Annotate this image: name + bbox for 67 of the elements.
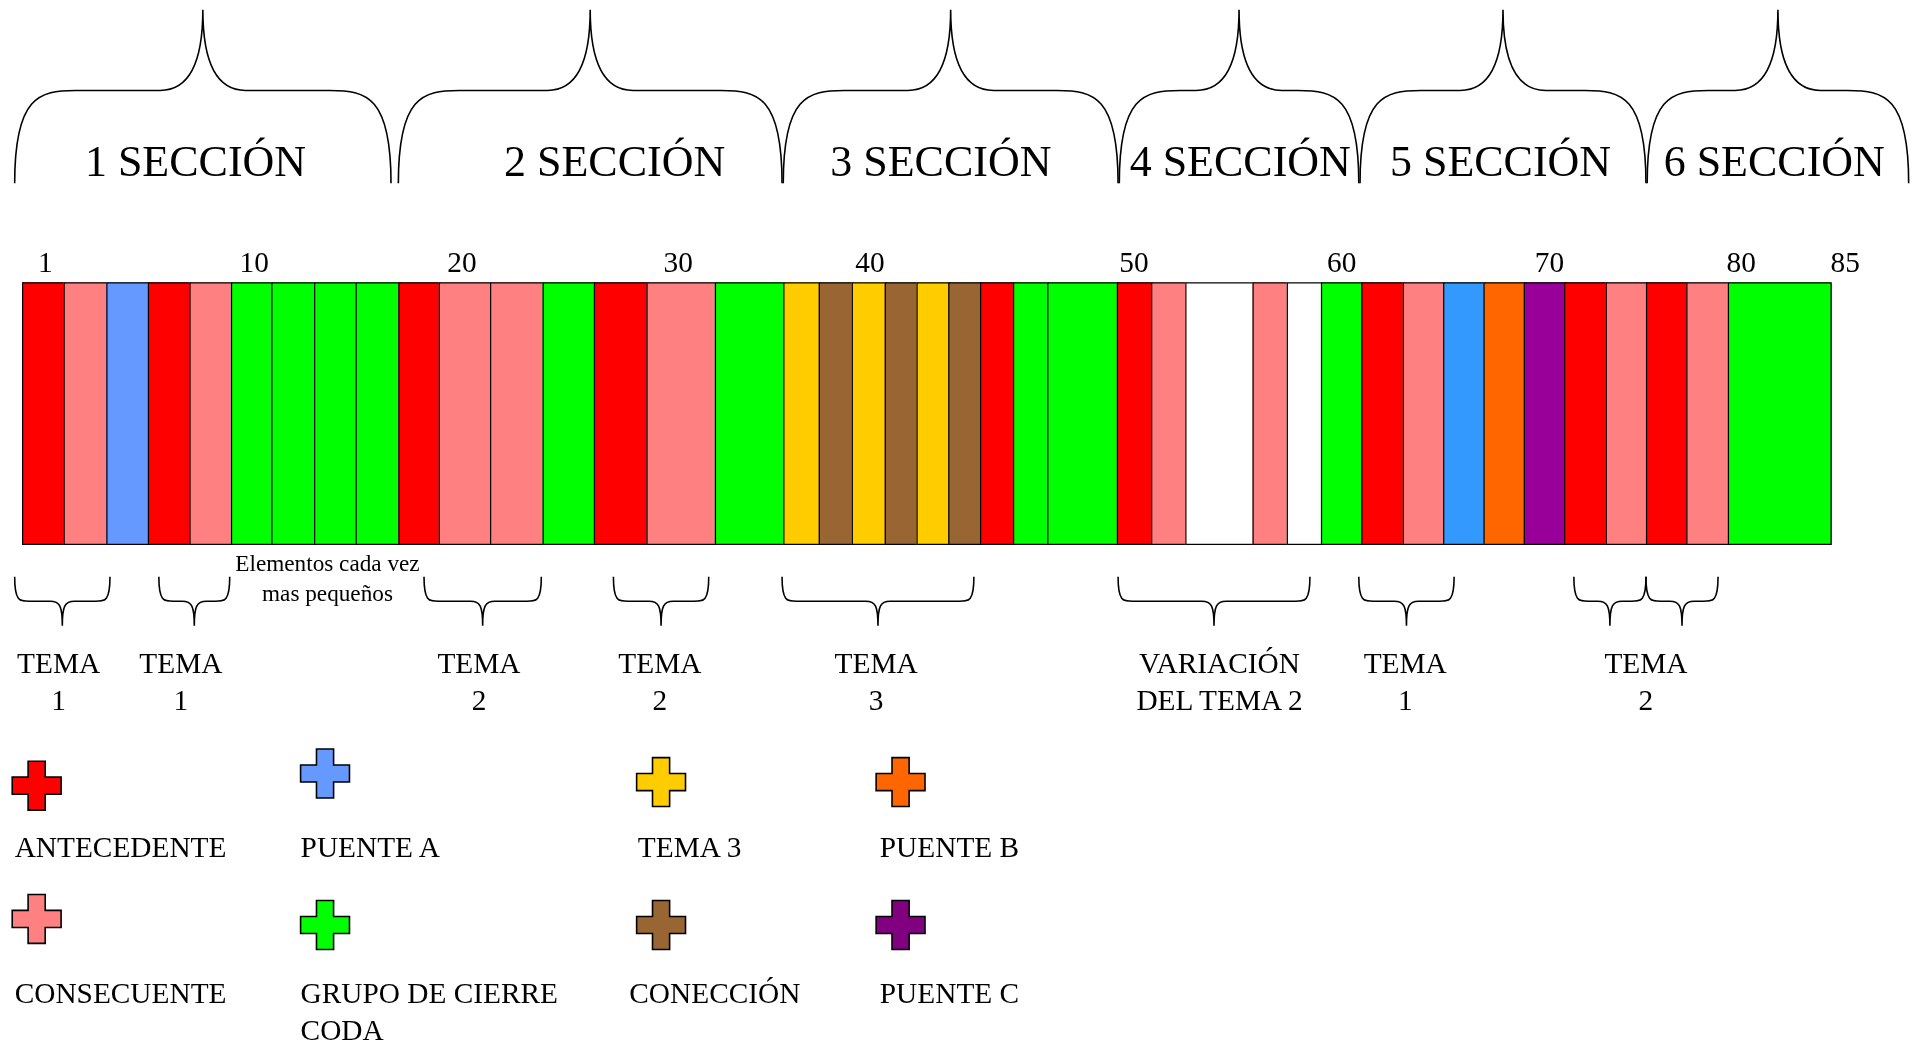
- form-segment: [1646, 282, 1689, 545]
- form-segment: [355, 282, 401, 545]
- form-segment: [819, 282, 854, 545]
- form-segment: [1564, 282, 1608, 545]
- theme-label: TEMA 3: [833, 646, 919, 719]
- measure-number: 20: [447, 246, 477, 279]
- form-segment: [885, 282, 919, 545]
- measure-number: 1: [37, 246, 53, 279]
- form-segment: [1013, 282, 1050, 545]
- form-segment: [1047, 282, 1119, 545]
- form-segment: [1117, 282, 1154, 545]
- form-segment: [783, 282, 821, 545]
- section-heading: 3 SECCIÓN: [830, 136, 1052, 186]
- section-heading: 1 SECCIÓN: [84, 136, 307, 186]
- measure-number: 60: [1327, 246, 1357, 279]
- form-segment: [1151, 282, 1188, 545]
- form-segment: [490, 282, 545, 545]
- form-segment: [22, 282, 66, 545]
- annotation-note: Elementos cada vez mas pequeños: [234, 548, 421, 609]
- section-heading: 5 SECCIÓN: [1389, 136, 1612, 186]
- theme-label: TEMA 1: [16, 646, 102, 719]
- form-segment: [594, 282, 649, 545]
- theme-label: VARIACIÓN DEL TEMA 2: [1135, 646, 1304, 719]
- measure-number: 85: [1830, 246, 1860, 279]
- form-segment: [916, 282, 951, 545]
- theme-label: TEMA 1: [1362, 646, 1448, 719]
- form-segment: [542, 282, 596, 545]
- form-segment: [646, 282, 717, 545]
- legend-label: GRUPO DE CIERRE CODA: [300, 976, 560, 1047]
- form-segment: [106, 282, 150, 545]
- form-segment: [271, 282, 317, 545]
- form-segment: [398, 282, 441, 545]
- measure-number: 70: [1534, 246, 1565, 279]
- form-segment: [1524, 282, 1567, 545]
- theme-label: TEMA 2: [1603, 646, 1689, 719]
- theme-label: TEMA 1: [138, 646, 224, 719]
- form-segment: [1443, 282, 1486, 545]
- legend-label: CONSECUENTE: [14, 976, 228, 1012]
- form-segment: [439, 282, 493, 545]
- measure-number: 40: [855, 246, 885, 279]
- legend-label: PUENTE B: [879, 829, 1021, 865]
- form-segment: [715, 282, 786, 545]
- form-segment: [1361, 282, 1405, 545]
- form-segment: [1403, 282, 1446, 545]
- theme-label: TEMA 2: [436, 646, 522, 719]
- legend-label: PUENTE C: [879, 976, 1021, 1012]
- form-segment: [314, 282, 358, 545]
- measure-number: 30: [663, 246, 693, 279]
- theme-label: TEMA 2: [617, 646, 703, 719]
- measure-number: 10: [239, 246, 269, 279]
- form-segment: [1185, 282, 1255, 545]
- form-segment: [1483, 282, 1526, 545]
- form-segment: [852, 282, 887, 545]
- measure-number: 80: [1726, 246, 1756, 279]
- section-heading: 6 SECCIÓN: [1663, 136, 1885, 186]
- form-segment: [63, 282, 109, 545]
- legend-label: ANTECEDENTE: [14, 829, 228, 865]
- form-segment: [148, 282, 192, 545]
- form-segment: [1686, 282, 1730, 545]
- measure-number: 50: [1119, 246, 1149, 279]
- form-segment: [231, 282, 274, 545]
- form-segment: [1321, 282, 1364, 545]
- section-heading: 2 SECCIÓN: [504, 136, 726, 186]
- section-heading: 4 SECCIÓN: [1129, 136, 1351, 186]
- form-segment: [1252, 282, 1289, 545]
- legend-label: PUENTE A: [300, 829, 441, 865]
- form-segment: [1728, 282, 1832, 545]
